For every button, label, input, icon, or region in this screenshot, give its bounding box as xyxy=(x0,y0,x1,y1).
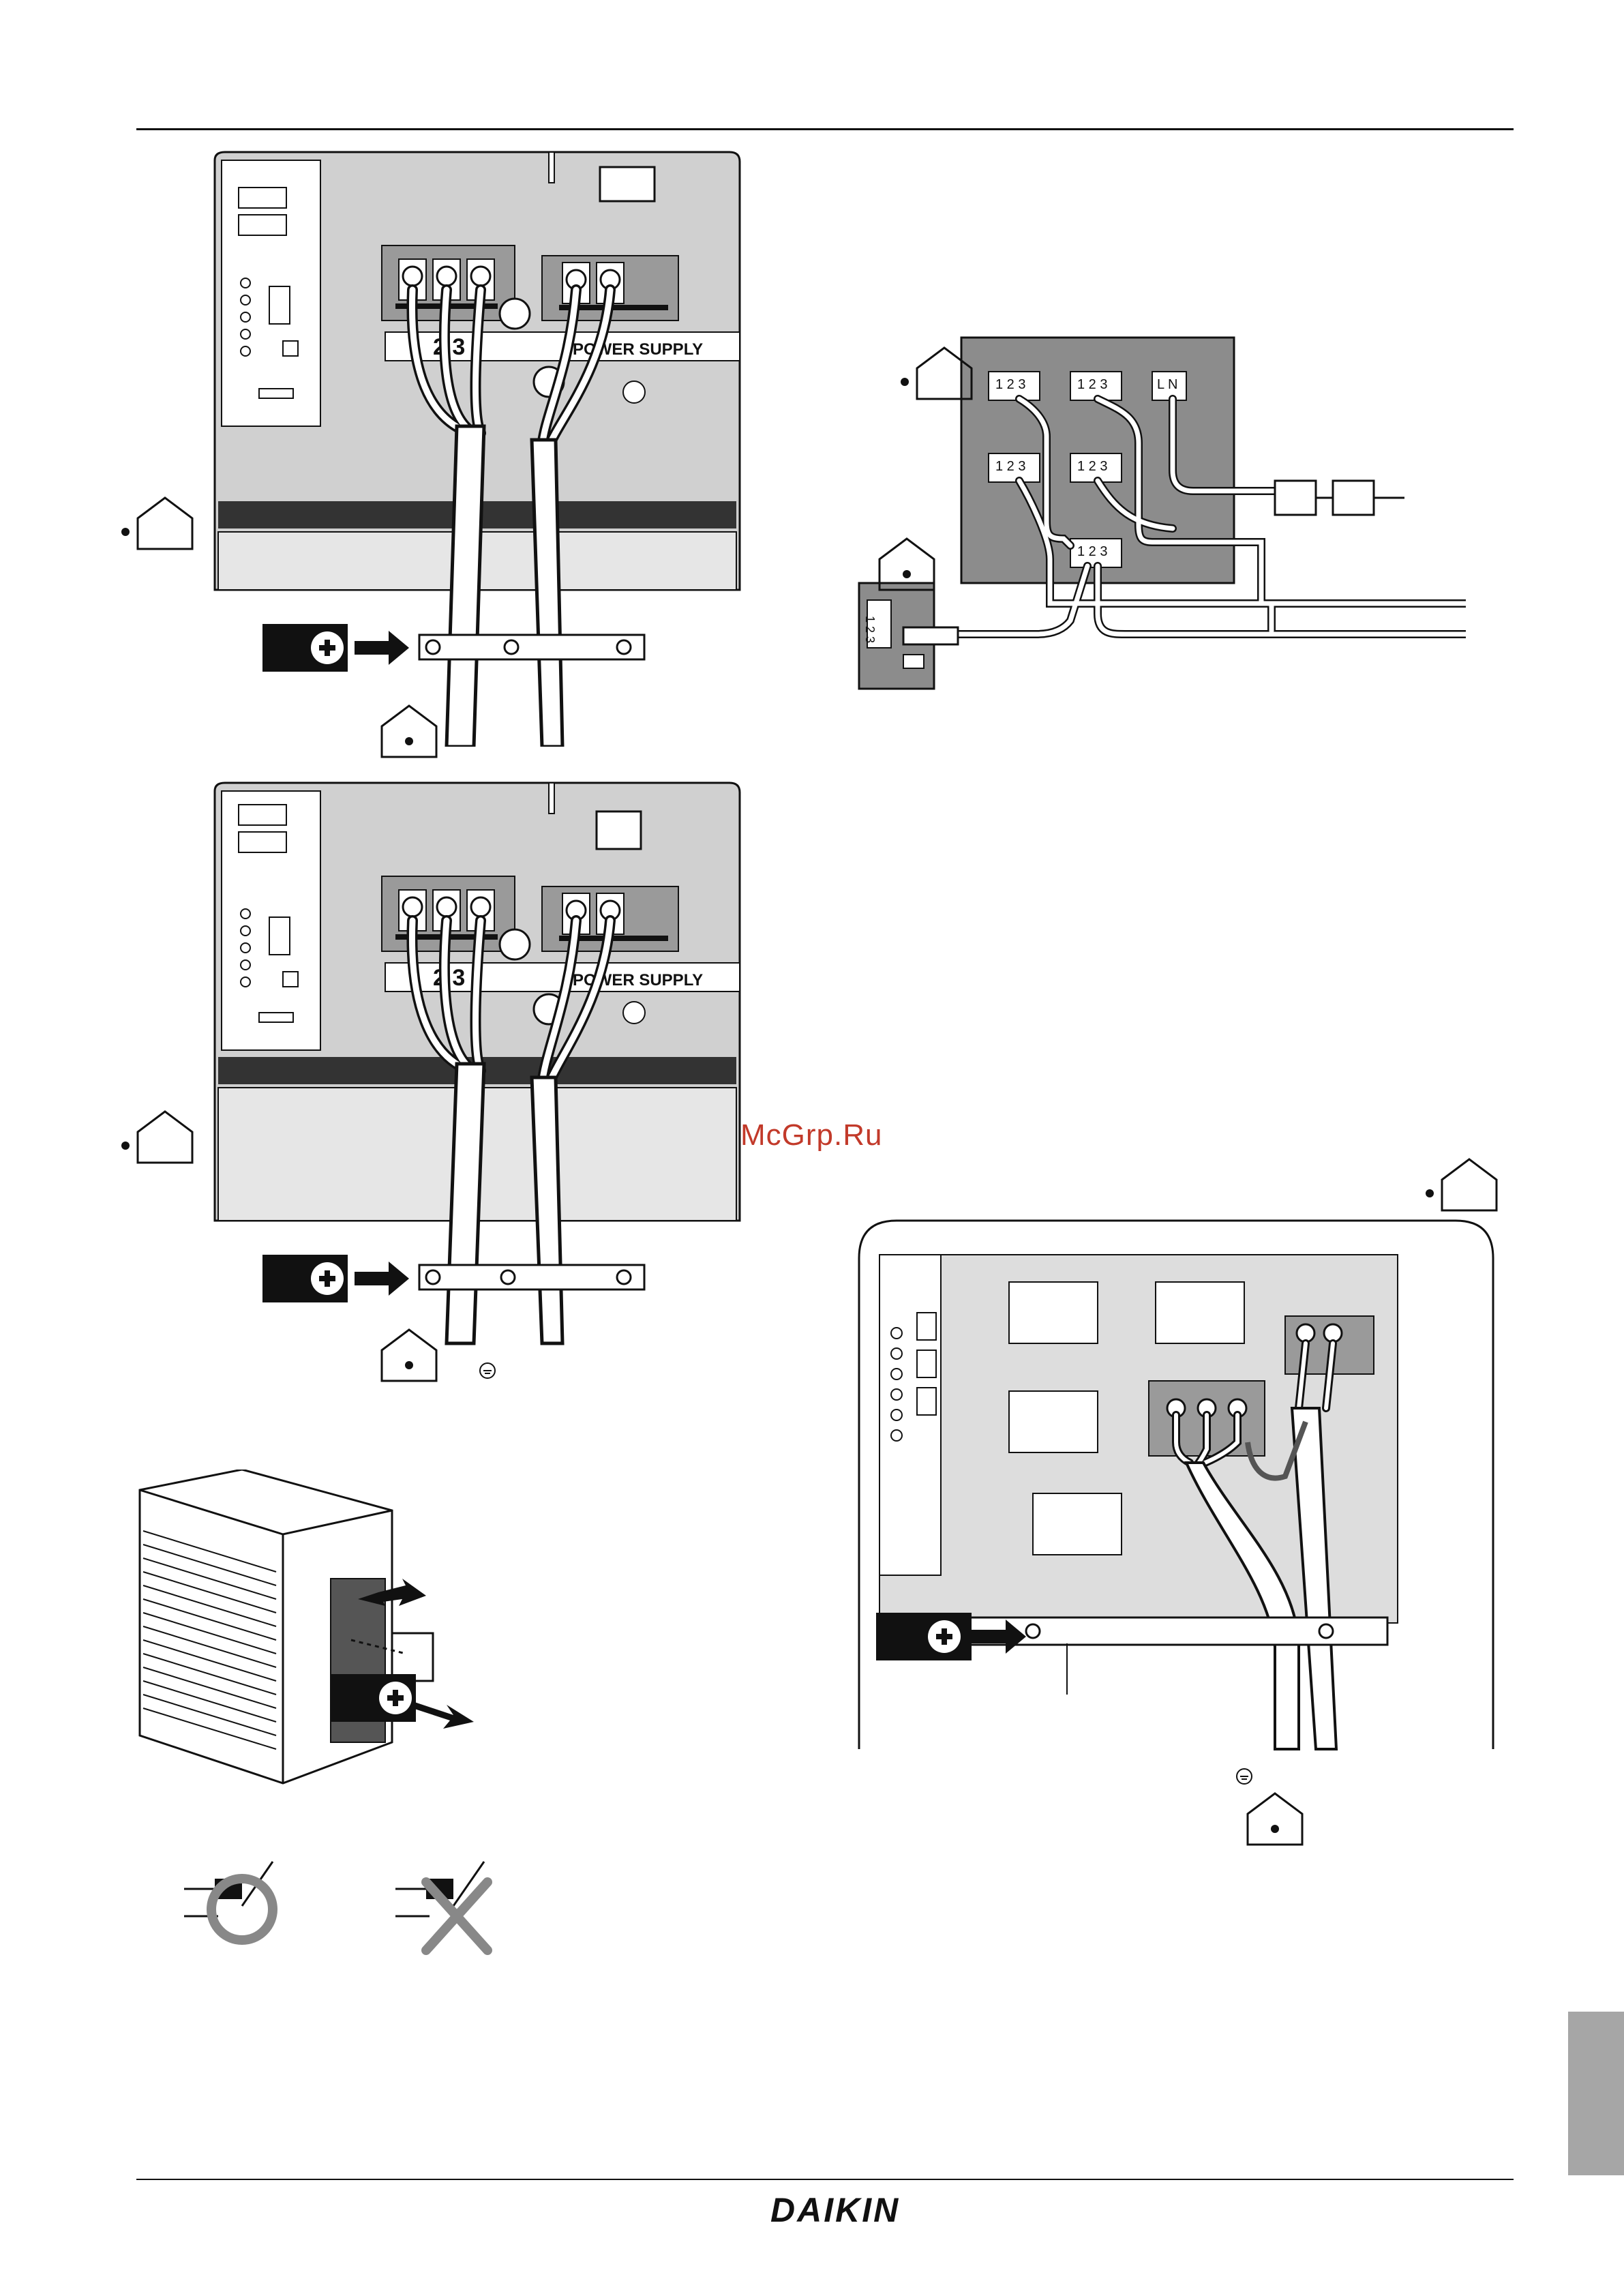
house-icon xyxy=(897,341,978,406)
figure-clamp-ok xyxy=(177,1848,300,1957)
house-icon xyxy=(1422,1152,1503,1217)
house-icon xyxy=(375,1323,443,1388)
indoor-terminal-label: 1 2 3 xyxy=(863,616,877,643)
watermark-text: McGrp.Ru xyxy=(740,1118,882,1152)
house-icon xyxy=(375,699,443,764)
cross-ng-icon xyxy=(426,1882,487,1950)
brand-logo: DAIKIN xyxy=(770,2190,900,2230)
terminal-block-label: 1 2 3 xyxy=(1077,377,1107,392)
language-tab xyxy=(1568,2012,1624,2175)
house-icon xyxy=(117,1105,199,1169)
header-rule xyxy=(136,128,1514,130)
house-icon xyxy=(873,532,941,597)
terminal-block-label: L N xyxy=(1157,377,1177,392)
figure-clamp-ng xyxy=(389,1848,511,1964)
terminal-block-label: 1 2 3 xyxy=(995,459,1025,474)
figure-outdoor-unit xyxy=(133,1470,515,1797)
figure-wiring-1: 2 3 POWER SUPPLY xyxy=(205,147,750,747)
figure-switch-box xyxy=(856,1217,1503,1831)
footer-rule xyxy=(136,2179,1514,2180)
figure-wiring-2: 2 3 POWER SUPPLY xyxy=(205,777,750,1391)
terminal-block-label: 1 2 3 xyxy=(1077,459,1107,474)
terminal-block-label: 1 2 3 xyxy=(995,377,1025,392)
house-icon xyxy=(1241,1787,1309,1851)
house-icon xyxy=(117,491,199,556)
terminal-block-label: 1 2 3 xyxy=(1077,544,1107,559)
